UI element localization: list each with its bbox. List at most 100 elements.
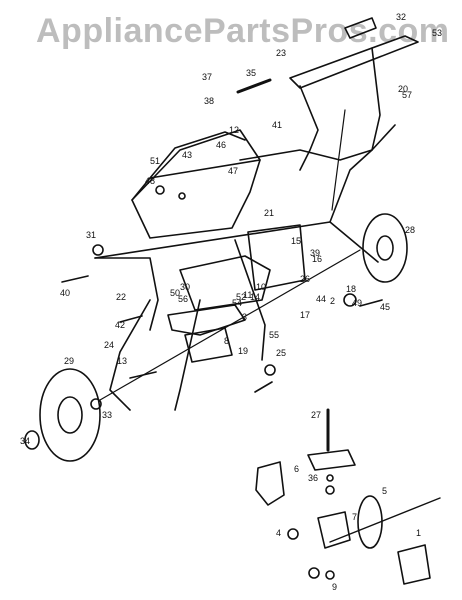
grip: [344, 17, 377, 39]
callout-4: 4: [276, 528, 281, 538]
callout-14: 14: [250, 292, 260, 302]
housing-half-left: [255, 461, 285, 506]
callout-17: 17: [300, 310, 310, 320]
callout-42: 42: [115, 320, 125, 330]
callout-44: 44: [316, 294, 326, 304]
handle-left-tube: [299, 85, 319, 171]
callout-45: 45: [380, 302, 390, 312]
spinner-3: [307, 449, 356, 471]
callout-35: 35: [246, 68, 256, 78]
callout-26: 26: [300, 274, 310, 284]
watermark: AppliancePartsPros.com: [36, 12, 450, 50]
callout-34: 34: [20, 436, 30, 446]
callout-7: 7: [352, 512, 357, 522]
callout-47: 47: [228, 166, 238, 176]
left-wheel: [39, 368, 101, 462]
frame-right: [329, 149, 373, 223]
shaft-19: [329, 497, 441, 543]
hopper-body: [131, 159, 261, 239]
callout-16: 16: [312, 254, 322, 264]
hopper-top: [131, 129, 261, 201]
callout-12: 12: [229, 125, 239, 135]
handle-right-tube: [371, 47, 381, 151]
callout-48: 48: [145, 176, 155, 186]
washer-1-upper: [325, 485, 335, 495]
motor-block: [184, 327, 233, 363]
callout-29: 29: [64, 356, 74, 366]
callout-2: 2: [330, 296, 335, 306]
frame-leg-left: [109, 299, 151, 411]
callout-49: 49: [352, 298, 362, 308]
gear-5: [357, 495, 383, 549]
handle-bar: [289, 35, 419, 89]
cap-31-left: [92, 244, 104, 256]
knob-49: [343, 293, 357, 307]
handle-crossbar: [239, 124, 396, 161]
frame-strut: [234, 239, 266, 361]
bolt-40-bottom: [254, 381, 273, 393]
callout-53: 53: [432, 28, 442, 38]
callout-6: 6: [294, 464, 299, 474]
callout-40: 40: [60, 288, 70, 298]
bushing-1: [308, 567, 320, 579]
spring-35: [236, 78, 272, 94]
frame-left: [94, 257, 159, 331]
agitator-plate: [167, 304, 246, 336]
hopper-rim: [149, 131, 246, 179]
callout-13: 13: [117, 356, 127, 366]
callout-39: 39: [310, 248, 320, 258]
callout-30: 30: [180, 282, 190, 292]
right-wheel: [362, 213, 408, 283]
callout-27: 27: [311, 410, 321, 420]
washer-9: [325, 570, 335, 580]
callout-52: 52: [236, 292, 246, 302]
bolt-42: [119, 315, 143, 323]
bolt-45: [359, 299, 383, 307]
callout-1: 1: [416, 528, 421, 538]
callout-11: 11: [243, 290, 252, 300]
ball-36: [326, 474, 334, 482]
hub-cap-34: [24, 430, 40, 450]
callout-8: 8: [224, 336, 229, 346]
callout-22: 22: [116, 292, 126, 302]
frame-leg-right: [174, 299, 201, 411]
bolt-40-left: [61, 275, 89, 283]
callout-23: 23: [276, 48, 286, 58]
hopper-knob: [155, 185, 165, 195]
callout-36: 36: [308, 473, 318, 483]
callout-5: 5: [382, 486, 387, 496]
nut-4: [287, 528, 299, 540]
callout-33: 33: [102, 410, 112, 420]
callout-37: 37: [202, 72, 212, 82]
callout-55: 55: [269, 330, 279, 340]
callout-51: 51: [150, 156, 160, 166]
gear-housing-7: [317, 511, 351, 549]
callout-3: 3: [242, 312, 247, 322]
callout-15: 15: [291, 236, 301, 246]
callout-31: 31: [86, 230, 96, 240]
callout-57: 57: [402, 90, 412, 100]
callout-50: 50: [170, 288, 180, 298]
callout-9: 9: [332, 582, 337, 592]
bolt-40-mid: [129, 371, 157, 379]
callout-21: 21: [264, 208, 274, 218]
housing-half-right: [397, 544, 431, 585]
gearbox-housing: [179, 255, 271, 311]
callout-10: 10: [256, 282, 266, 292]
cap-31-right: [264, 364, 276, 376]
callout-56: 56: [178, 294, 188, 304]
callout-32: 32: [396, 12, 406, 22]
callout-19: 19: [238, 346, 248, 356]
right-plate: [247, 224, 306, 291]
callout-28: 28: [405, 225, 415, 235]
rod-28: [331, 109, 346, 211]
washer-33: [90, 398, 102, 410]
callout-46: 46: [216, 140, 226, 150]
callout-20: 20: [398, 84, 408, 94]
callout-25: 25: [276, 348, 286, 358]
callout-54: 54: [232, 298, 242, 308]
callout-38: 38: [204, 96, 214, 106]
callout-41: 41: [272, 120, 282, 130]
